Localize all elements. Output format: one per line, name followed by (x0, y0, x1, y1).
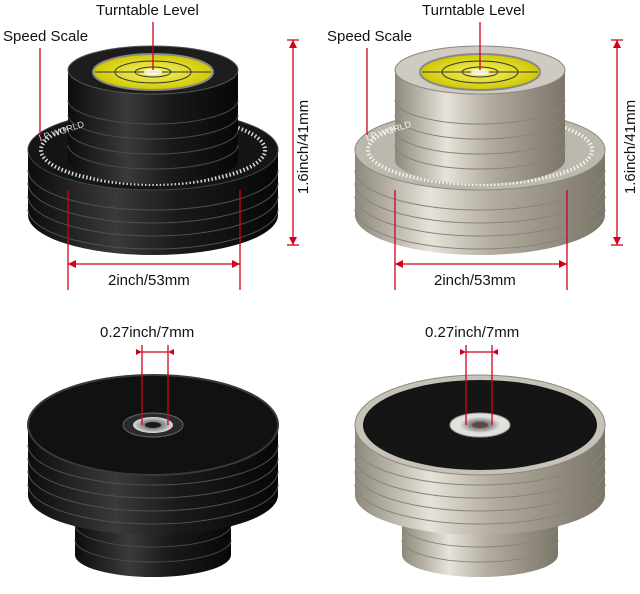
turntable-level-label-right: Turntable Level (422, 2, 525, 19)
black-clamp-top-view (27, 45, 279, 255)
silver-clamp-top-view (354, 45, 606, 255)
hole-label-right: 0.27inch/7mm (425, 324, 520, 341)
width-label-right: 2inch/53mm (434, 272, 516, 289)
hole-label-left: 0.27inch/7mm (100, 324, 195, 341)
speed-scale-label-left: Speed Scale (3, 28, 89, 45)
width-label-left: 2inch/53mm (108, 272, 190, 289)
height-label-left: 1.6inch/41mm (295, 99, 312, 195)
dimension-arrowheads (68, 40, 621, 355)
speed-scale-label-right: Speed Scale (327, 28, 413, 45)
silver-clamp-bottom-view (354, 374, 606, 577)
dimension-lines (39, 22, 623, 425)
black-clamp-bottom-view (27, 374, 279, 577)
turntable-level-label-left: Turntable Level (96, 2, 199, 19)
height-label-right: 1.6inch/41mm (622, 99, 639, 195)
